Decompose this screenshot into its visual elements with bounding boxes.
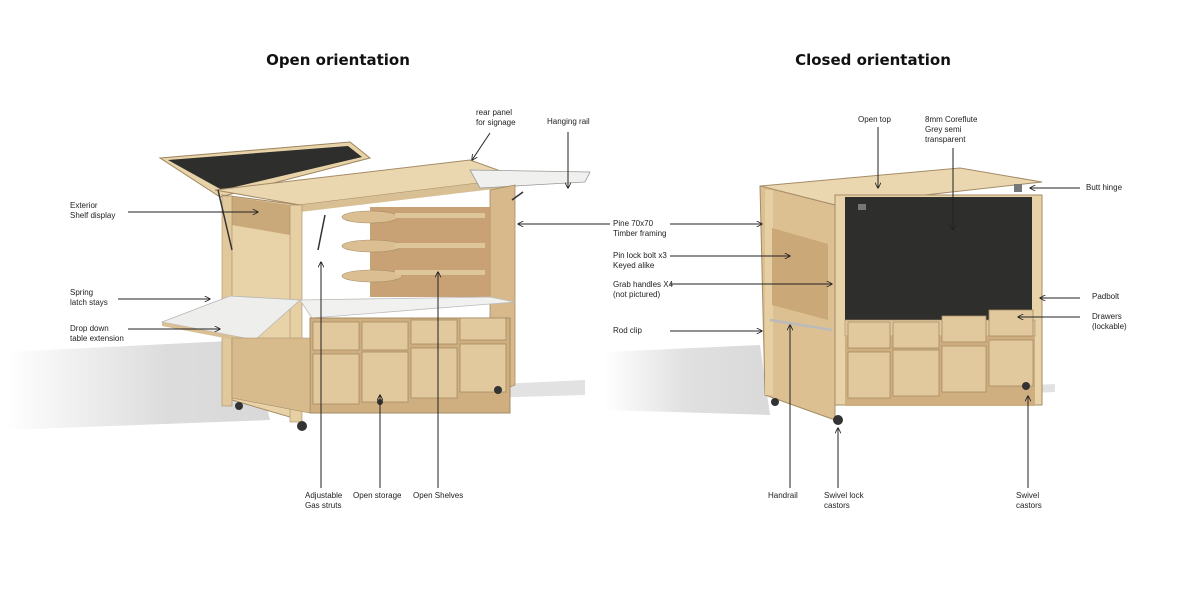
closed-orientation-title: Closed orientation bbox=[795, 51, 951, 69]
label-grab-handles: Grab handles X4 (not pictured) bbox=[613, 280, 674, 299]
label-pin-lock: Pin lock bolt x3 Keyed alike bbox=[613, 251, 667, 270]
open-orientation-title: Open orientation bbox=[266, 51, 410, 69]
label-open-top: Open top bbox=[858, 115, 891, 124]
label-coreflute: 8mm Coreflute Grey semi transparent bbox=[925, 115, 978, 144]
label-spring-latch: Spring latch stays bbox=[70, 288, 108, 307]
label-open-storage: Open storage bbox=[353, 491, 402, 500]
label-hanging-rail: Hanging rail bbox=[547, 117, 590, 126]
label-pine-framing: Pine 70x70 Timber framing bbox=[613, 219, 667, 238]
label-swivel-lock: Swivel lock castors bbox=[824, 491, 864, 510]
label-open-shelves: Open Shelves bbox=[413, 491, 464, 500]
label-padbolt: Padbolt bbox=[1092, 292, 1120, 301]
label-rod-clip: Rod clip bbox=[613, 326, 642, 335]
label-rear-panel: rear panel for signage bbox=[476, 108, 516, 127]
label-handrail: Handrail bbox=[768, 491, 798, 500]
label-drawers: Drawers (lockable) bbox=[1092, 312, 1127, 331]
leader-lines bbox=[118, 127, 1080, 488]
open-cart bbox=[5, 141, 591, 431]
closed-cart bbox=[605, 167, 1055, 425]
label-swivel-castors: Swivel castors bbox=[1016, 491, 1042, 510]
label-exterior-shelf: Exterior Shelf display bbox=[70, 201, 116, 220]
label-drop-down: Drop down table extension bbox=[70, 324, 124, 343]
label-butt-hinge: Butt hinge bbox=[1086, 183, 1123, 192]
label-gas-struts: Adjustable Gas struts bbox=[305, 491, 343, 510]
